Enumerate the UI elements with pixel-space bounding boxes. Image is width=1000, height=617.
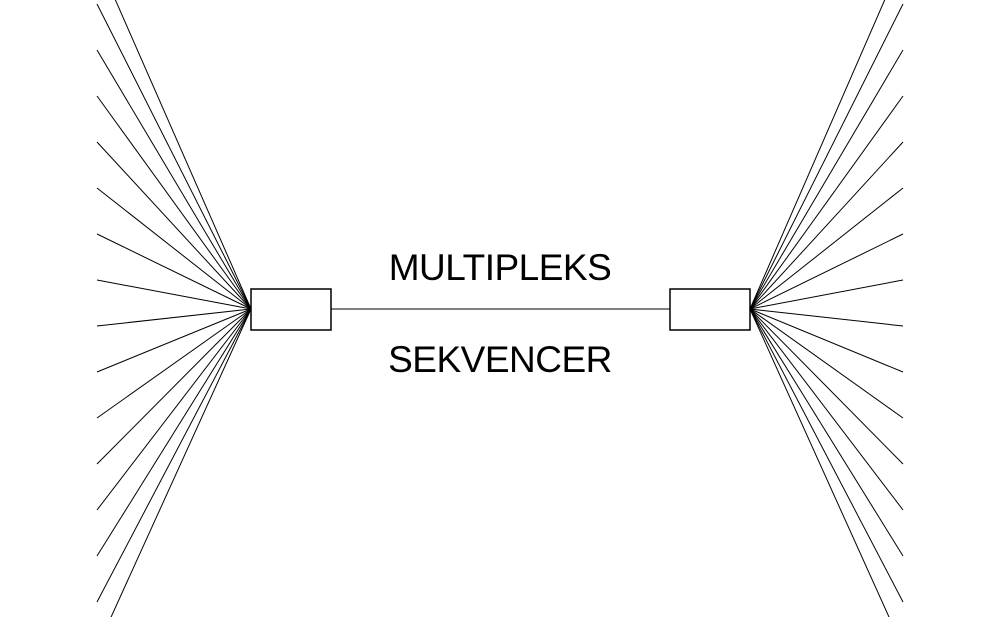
- fan-line: [96, 233, 252, 310]
- left-node-box: [250, 288, 332, 331]
- fan-line: [749, 141, 904, 310]
- fan-lines-layer: [96, 0, 904, 617]
- fan-line: [110, 308, 252, 617]
- fan-line: [96, 49, 252, 310]
- right-node-box: [669, 288, 751, 331]
- fan-line: [96, 308, 252, 373]
- fan-line: [749, 308, 904, 373]
- left-fan: [96, 0, 252, 617]
- fan-line: [749, 308, 904, 511]
- fan-line: [749, 308, 904, 327]
- fan-line: [96, 279, 252, 310]
- fan-line: [749, 0, 886, 310]
- fan-line: [96, 95, 252, 310]
- fan-line: [749, 308, 904, 557]
- fan-line: [96, 187, 252, 310]
- fan-line: [96, 308, 252, 603]
- fan-line: [114, 0, 252, 310]
- fan-line: [749, 49, 904, 310]
- sekvencer-label: SEKVENCER: [388, 339, 612, 380]
- fan-line: [749, 308, 904, 465]
- fan-line: [96, 308, 252, 419]
- fan-line: [96, 141, 252, 310]
- fan-line: [749, 95, 904, 310]
- fan-line: [749, 308, 904, 603]
- fan-line: [96, 3, 252, 310]
- fan-line: [749, 308, 890, 617]
- node-boxes-layer: [250, 288, 751, 331]
- fan-line: [749, 233, 904, 310]
- fan-line: [96, 308, 252, 511]
- fan-line: [749, 279, 904, 310]
- multipleks-label: MULTIPLEKS: [388, 247, 612, 288]
- fan-line: [96, 308, 252, 327]
- fan-line: [96, 308, 252, 465]
- fan-line: [749, 308, 904, 419]
- fan-line: [749, 3, 904, 310]
- fan-line: [96, 308, 252, 557]
- right-fan: [749, 0, 904, 617]
- fan-line: [749, 187, 904, 310]
